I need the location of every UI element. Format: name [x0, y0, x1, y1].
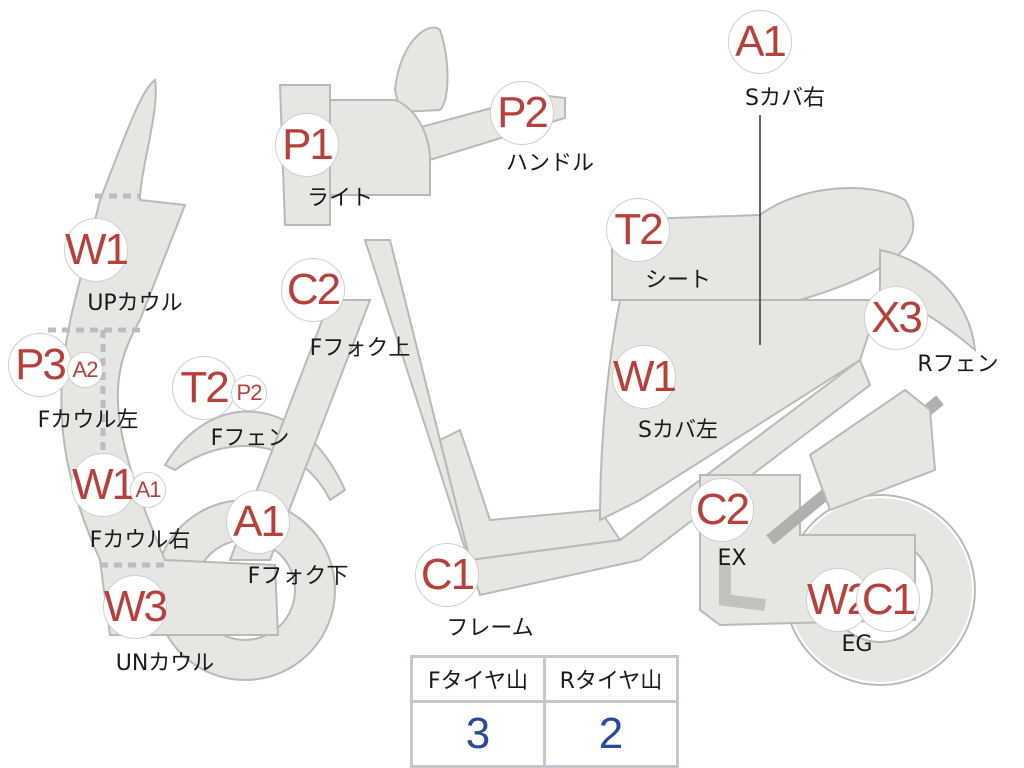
part-label-up-cowl: UPカウル	[87, 291, 183, 316]
grade-badge-up-cowl-0: W1	[64, 218, 129, 282]
grade-badge-f-fork-lower-0: A1	[226, 490, 290, 554]
front-tire-header: Fタイヤ山	[410, 655, 546, 703]
tire-tread-table: Fタイヤ山 Rタイヤ山 3 2	[410, 655, 679, 768]
grade-badge-s-cover-right-0: A1	[728, 10, 792, 74]
grade-badge-light-0: P1	[275, 113, 339, 177]
part-label-f-cowl-left: Fカウル左	[37, 408, 139, 433]
floor-shape	[438, 428, 622, 562]
grade-badge-un-cowl-0: W3	[103, 575, 168, 639]
head-cover-shape	[329, 99, 431, 196]
grade-badge-f-cowl-left-1: A2	[67, 352, 103, 388]
grade-badge-handle-0: P2	[490, 81, 554, 145]
air-cleaner-shape	[808, 388, 937, 512]
part-label-f-fork-upper: Fフォク上	[309, 336, 411, 361]
rear-tire-value: 2	[543, 700, 679, 768]
part-label-r-fender: Rフェン	[917, 352, 999, 377]
grade-badge-f-fender-0: T2	[172, 356, 236, 420]
grade-badge-engine-1: C1	[856, 568, 920, 632]
grade-badge-f-fork-upper-0: C2	[281, 258, 345, 322]
part-label-un-cowl: UNカウル	[115, 651, 215, 676]
exhaust-pipe	[719, 565, 766, 611]
grade-badge-exhaust-0: C2	[690, 478, 754, 542]
part-label-exhaust: EX	[717, 546, 747, 571]
part-label-f-fork-lower: Fフォク下	[247, 564, 349, 589]
grade-badge-f-fender-1: P2	[231, 375, 267, 411]
rear-tire-header: Rタイヤ山	[543, 655, 679, 703]
grade-badge-f-cowl-right-1: A1	[130, 472, 166, 508]
grade-badge-f-cowl-left-0: P3	[8, 333, 72, 397]
part-label-seat: シート	[644, 268, 712, 293]
grade-badge-frame-0: C1	[415, 543, 479, 607]
grade-badge-s-cover-left-0: W1	[612, 345, 677, 409]
part-label-handle: ハンドル	[505, 151, 595, 176]
part-label-light: ライト	[306, 186, 374, 211]
part-label-s-cover-left: Sカバ左	[638, 418, 718, 443]
seat-shape	[611, 187, 915, 301]
grade-badge-r-fender-0: X3	[864, 286, 928, 350]
part-label-f-fender: Fフェン	[210, 426, 290, 451]
grade-badge-seat-0: T2	[606, 198, 670, 262]
grade-badge-f-cowl-right-0: W1	[71, 453, 136, 517]
part-label-engine: EG	[841, 632, 873, 657]
front-tire-value: 3	[410, 700, 546, 768]
part-label-f-cowl-right: Fカウル右	[89, 528, 191, 553]
part-label-s-cover-right: Sカバ右	[745, 86, 825, 111]
cowl-dividers	[48, 193, 170, 568]
part-label-frame: フレーム	[446, 616, 534, 641]
mirror-shape	[393, 26, 449, 114]
